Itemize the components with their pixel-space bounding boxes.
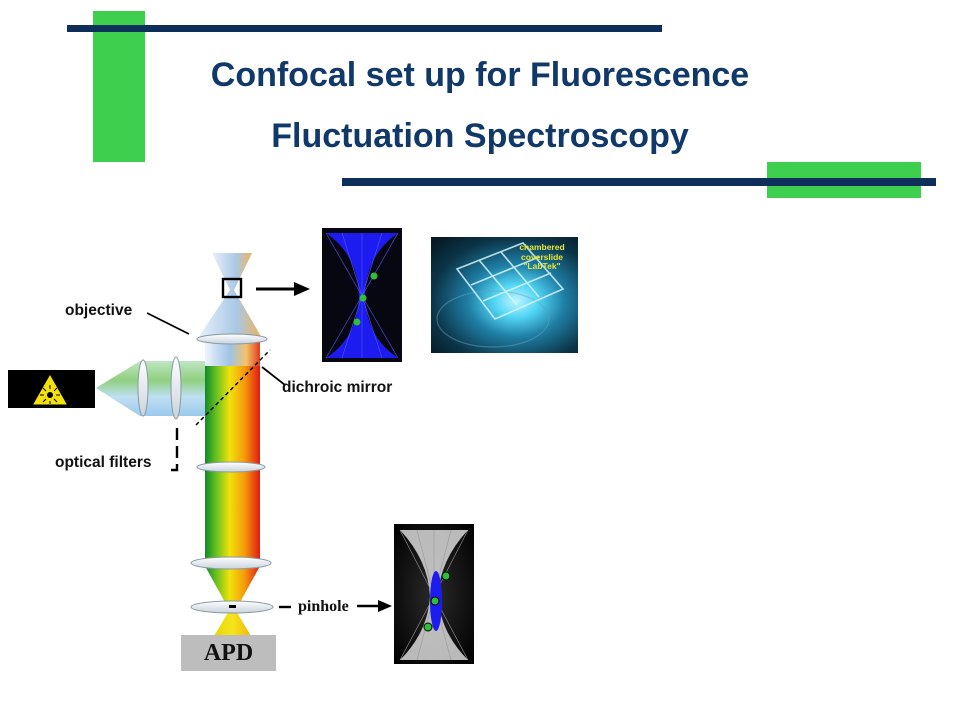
emission-beam (205, 336, 260, 636)
laser-source (8, 370, 95, 408)
focal-volume-inset (322, 228, 402, 362)
title-line-1: Confocal set up for Fluorescence (210, 56, 750, 94)
coverslide-caption: chambered coverslide "LabTek" (507, 242, 577, 272)
observation-volume-inset (394, 524, 474, 664)
lens-filter (196, 461, 266, 473)
objective-leader (146, 312, 190, 335)
particle (441, 571, 451, 581)
coverslide-photo: chambered coverslide "LabTek" (431, 237, 578, 353)
navy-rule-top (67, 25, 662, 32)
particle (359, 294, 367, 302)
apd-detector: APD (181, 635, 276, 671)
apd-label: APD (203, 639, 254, 666)
accent-bar-left (93, 11, 145, 162)
dichroic-mirror-line (195, 349, 271, 426)
optical-filters-leader (168, 428, 179, 472)
pinhole-plate (190, 600, 274, 614)
coverslide-caption-line-2: coverslide (520, 251, 564, 262)
objective-label: objective (65, 302, 133, 319)
pinhole-label: pinhole (298, 598, 349, 615)
arrow-to-pinhole-view (279, 600, 392, 612)
optical-filters-label: optical filters (55, 454, 152, 471)
navy-rule-bottom (342, 178, 936, 186)
title-line-2: Fluctuation Spectroscopy (271, 117, 689, 155)
lens-objective (196, 333, 268, 345)
excitation-beam (96, 356, 205, 420)
particle (430, 596, 440, 606)
particle (423, 622, 433, 632)
arrow-to-focal-volume (256, 282, 310, 296)
particle (353, 318, 361, 326)
focus-marker-box (221, 277, 243, 299)
sample-cone (198, 253, 262, 338)
dichroic-mirror-label: dichroic mirror (282, 379, 393, 396)
lens-tube (190, 556, 272, 570)
coverslide-caption-line-1: chambered (519, 242, 565, 252)
dichroic-leader (261, 366, 286, 386)
particle (370, 272, 378, 280)
coverslide-chamber-grid (436, 242, 565, 348)
coverslide-caption-line-3: "LabTek" (523, 261, 561, 271)
